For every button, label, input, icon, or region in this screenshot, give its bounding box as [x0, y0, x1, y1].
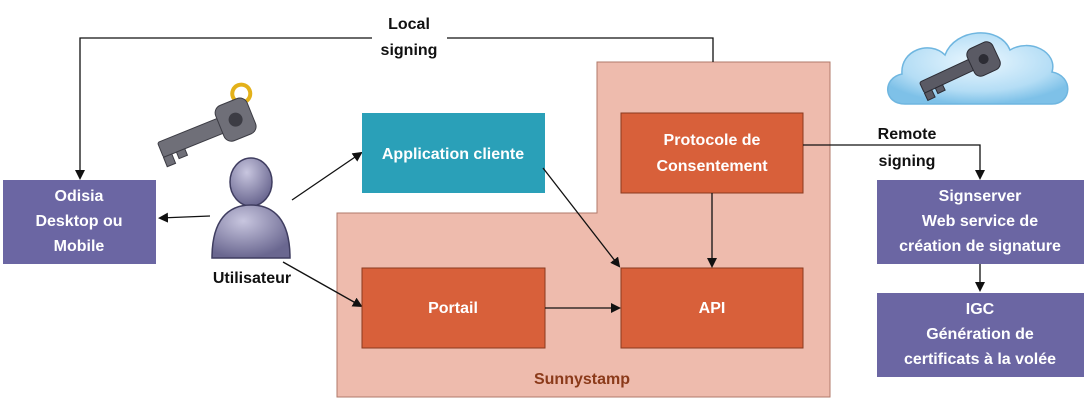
- local-signing-label-1: Local: [388, 16, 430, 33]
- arrow-user-to-portail: [282, 261, 363, 307]
- user-silhouette-icon: [211, 157, 291, 259]
- application-cliente-label: Application cliente: [382, 146, 524, 163]
- protocole-line2: Consentement: [656, 158, 768, 175]
- api-box: [620, 267, 804, 349]
- arrow-user-to-application: [291, 151, 363, 201]
- arrow-user-to-odisia: [158, 212, 211, 223]
- protocole-line1: Protocole de: [664, 132, 761, 149]
- igc-title: IGC: [966, 301, 995, 318]
- igc-line3: certificats à la volée: [904, 351, 1056, 368]
- odisia-line3: Mobile: [54, 238, 105, 255]
- signserver-line2: Web service de: [922, 213, 1038, 230]
- sunnystamp-label: Sunnystamp: [534, 371, 630, 388]
- igc-box: [877, 293, 1084, 377]
- user-label: Utilisateur: [213, 270, 291, 287]
- odisia-box: [3, 180, 156, 264]
- signserver-box: [877, 180, 1084, 264]
- portail-label: Portail: [428, 300, 478, 317]
- odisia-title: Odisia: [55, 188, 104, 205]
- local-signing-label-2: signing: [381, 42, 438, 59]
- signserver-title: Signserver: [939, 188, 1022, 205]
- remote-signing-label-2: signing: [879, 153, 936, 170]
- protocole-consentement-box: [620, 112, 804, 194]
- signserver-line3: création de signature: [899, 238, 1061, 255]
- igc-line2: Génération de: [926, 326, 1034, 343]
- remote-signing-label-1: Remote: [878, 126, 937, 143]
- arrow-application-to-api: [542, 167, 621, 268]
- odisia-line2: Desktop ou: [35, 213, 122, 230]
- api-label: API: [699, 300, 726, 317]
- remote-signing-connector: [803, 144, 985, 180]
- cloud-key-icon: [887, 32, 1069, 105]
- application-cliente-box: [362, 113, 545, 193]
- key-icon: [157, 82, 257, 168]
